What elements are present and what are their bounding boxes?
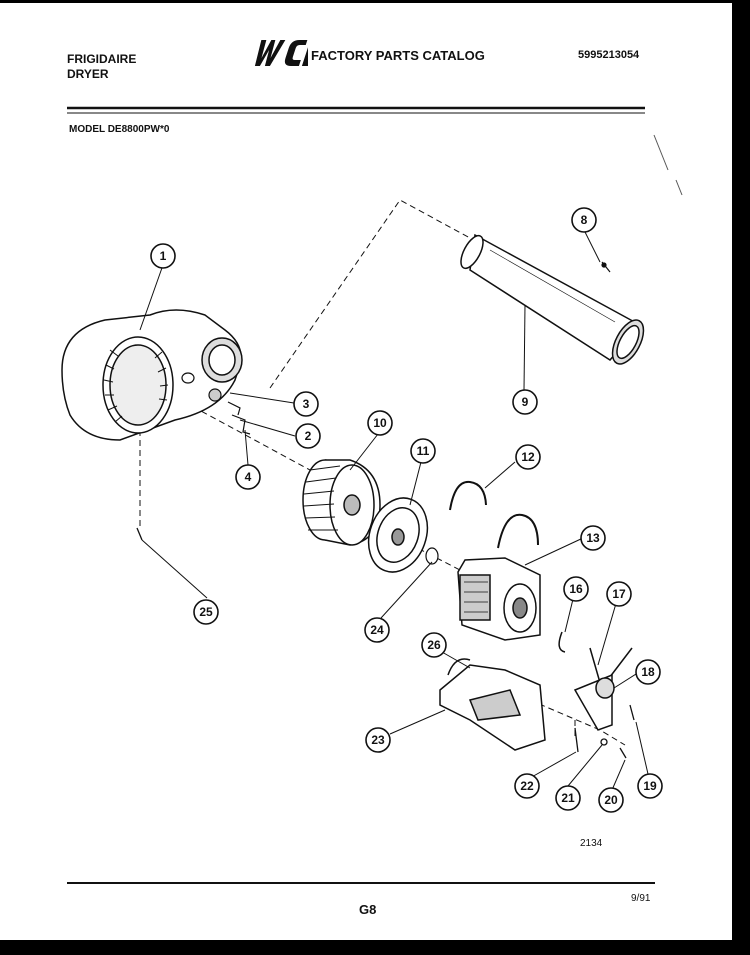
drive-motor — [457, 557, 541, 641]
callout-19: 19 — [637, 773, 663, 799]
scan-artifact — [675, 179, 683, 196]
fasteners — [574, 704, 635, 759]
callout-12: 12 — [515, 444, 541, 470]
callout-17: 17 — [606, 581, 632, 607]
clamp-parts — [181, 372, 251, 435]
svg-text:3: 3 — [303, 397, 310, 411]
svg-text:9: 9 — [522, 395, 529, 409]
catalog-title: FACTORY PARTS CATALOG — [311, 48, 485, 63]
catalog-number: 5995213054 — [578, 49, 640, 61]
svg-text:2: 2 — [305, 429, 312, 443]
scan-border-top — [0, 0, 750, 3]
motor-clips — [449, 480, 539, 549]
washer — [425, 547, 439, 565]
scan-artifact — [653, 134, 669, 171]
svg-text:24: 24 — [370, 623, 384, 637]
motor-spring — [558, 631, 566, 653]
svg-text:20: 20 — [604, 793, 618, 807]
svg-text:25: 25 — [199, 605, 213, 619]
svg-text:8: 8 — [581, 213, 588, 227]
callout-18: 18 — [635, 659, 661, 685]
callout-8: 8 — [571, 207, 597, 233]
brand-block: FRIGIDAIRE DRYER — [67, 52, 136, 82]
callout-4: 4 — [235, 464, 261, 490]
callout-3: 3 — [293, 391, 319, 417]
callout-24: 24 — [364, 617, 390, 643]
print-date: 9/91 — [631, 893, 651, 904]
callout-13: 13 — [580, 525, 606, 551]
duct-seam — [489, 249, 616, 323]
wci-logo — [254, 40, 308, 66]
callout-1: 1 — [150, 243, 176, 269]
motor-base — [439, 658, 546, 751]
svg-text:4: 4 — [245, 470, 252, 484]
seal-disc — [367, 497, 429, 573]
svg-text:22: 22 — [520, 779, 534, 793]
svg-text:11: 11 — [417, 444, 430, 458]
svg-text:12: 12 — [521, 450, 535, 464]
housing-vanes — [103, 349, 169, 423]
page-number: G8 — [359, 902, 377, 917]
callout-9: 9 — [512, 389, 538, 415]
callout-16: 16 — [563, 576, 589, 602]
svg-text:16: 16 — [569, 582, 583, 596]
svg-text:13: 13 — [586, 531, 600, 545]
model-number: MODEL DE8800PW*0 — [69, 124, 170, 135]
callout-25: 25 — [193, 599, 219, 625]
svg-text:10: 10 — [373, 416, 387, 430]
scan-border-right — [732, 0, 750, 955]
wheel-blades — [303, 465, 341, 531]
motor-ribs — [464, 581, 488, 613]
blower-wheel — [302, 459, 381, 546]
callout-21: 21 — [555, 785, 581, 811]
svg-text:18: 18 — [641, 665, 655, 679]
blower-housing — [61, 309, 243, 441]
svg-text:1: 1 — [160, 249, 167, 263]
scan-border-bottom — [0, 940, 750, 955]
callout-22: 22 — [514, 773, 540, 799]
product-name: DRYER — [67, 67, 109, 81]
idler-assembly — [573, 647, 633, 731]
svg-text:17: 17 — [612, 587, 626, 601]
svg-text:19: 19 — [643, 779, 657, 793]
callouts: 1 2 3 4 8 9 10 11 12 13 16 17 18 19 20 2… — [150, 207, 663, 813]
callout-11: 11 — [410, 438, 436, 464]
callout-23: 23 — [365, 727, 391, 753]
callout-2: 2 — [295, 423, 321, 449]
callout-10: 10 — [367, 410, 393, 436]
exhaust-duct — [460, 233, 645, 365]
svg-text:23: 23 — [371, 733, 385, 747]
svg-text:26: 26 — [427, 638, 441, 652]
callout-26: 26 — [421, 632, 447, 658]
drawing-number: 2134 — [580, 838, 603, 849]
callout-20: 20 — [598, 787, 624, 813]
brand-name: FRIGIDAIRE — [67, 52, 137, 66]
housing-screw — [136, 527, 143, 541]
svg-text:21: 21 — [561, 791, 575, 805]
duct-screw — [601, 261, 611, 273]
